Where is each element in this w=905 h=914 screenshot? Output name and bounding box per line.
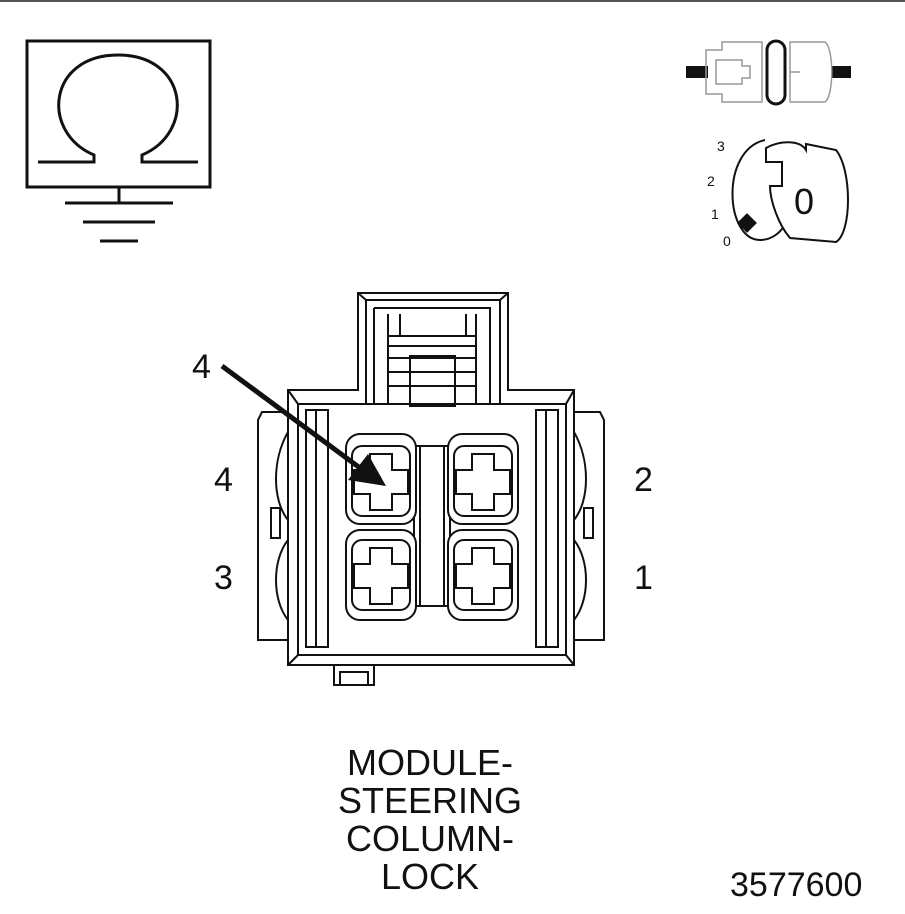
key-position-0: 0 <box>723 233 731 249</box>
ignition-key-icon <box>731 139 849 244</box>
ohmmeter-ground-icon <box>25 39 212 243</box>
pin-label-3: 3 <box>214 559 233 597</box>
disconnected-connector-icon <box>686 39 851 106</box>
key-position-3: 3 <box>717 138 725 154</box>
top-border <box>0 0 905 2</box>
terminal-cavity-1 <box>447 529 519 621</box>
pin-label-1: 1 <box>634 559 653 597</box>
figure-number: 3577600 <box>730 866 863 904</box>
component-caption: MODULE- STEERING COLUMN- LOCK <box>280 744 580 896</box>
pin-label-4: 4 <box>214 461 233 499</box>
caption-line-1: MODULE- <box>346 742 513 783</box>
callout-label: 4 <box>192 348 211 386</box>
pin-label-2: 2 <box>634 461 653 499</box>
key-position-1: 1 <box>711 206 719 222</box>
caption-line-4: LOCK <box>380 856 480 897</box>
caption-line-3: COLUMN- <box>346 818 514 859</box>
key-position-2: 2 <box>707 173 715 189</box>
terminal-cavity-2 <box>447 433 519 525</box>
terminal-cavity-3 <box>345 529 417 621</box>
callout-arrow <box>220 363 386 486</box>
caption-line-2: STEERING <box>337 780 523 821</box>
key-current-position: 0 <box>794 181 815 222</box>
connector-body <box>257 292 605 686</box>
